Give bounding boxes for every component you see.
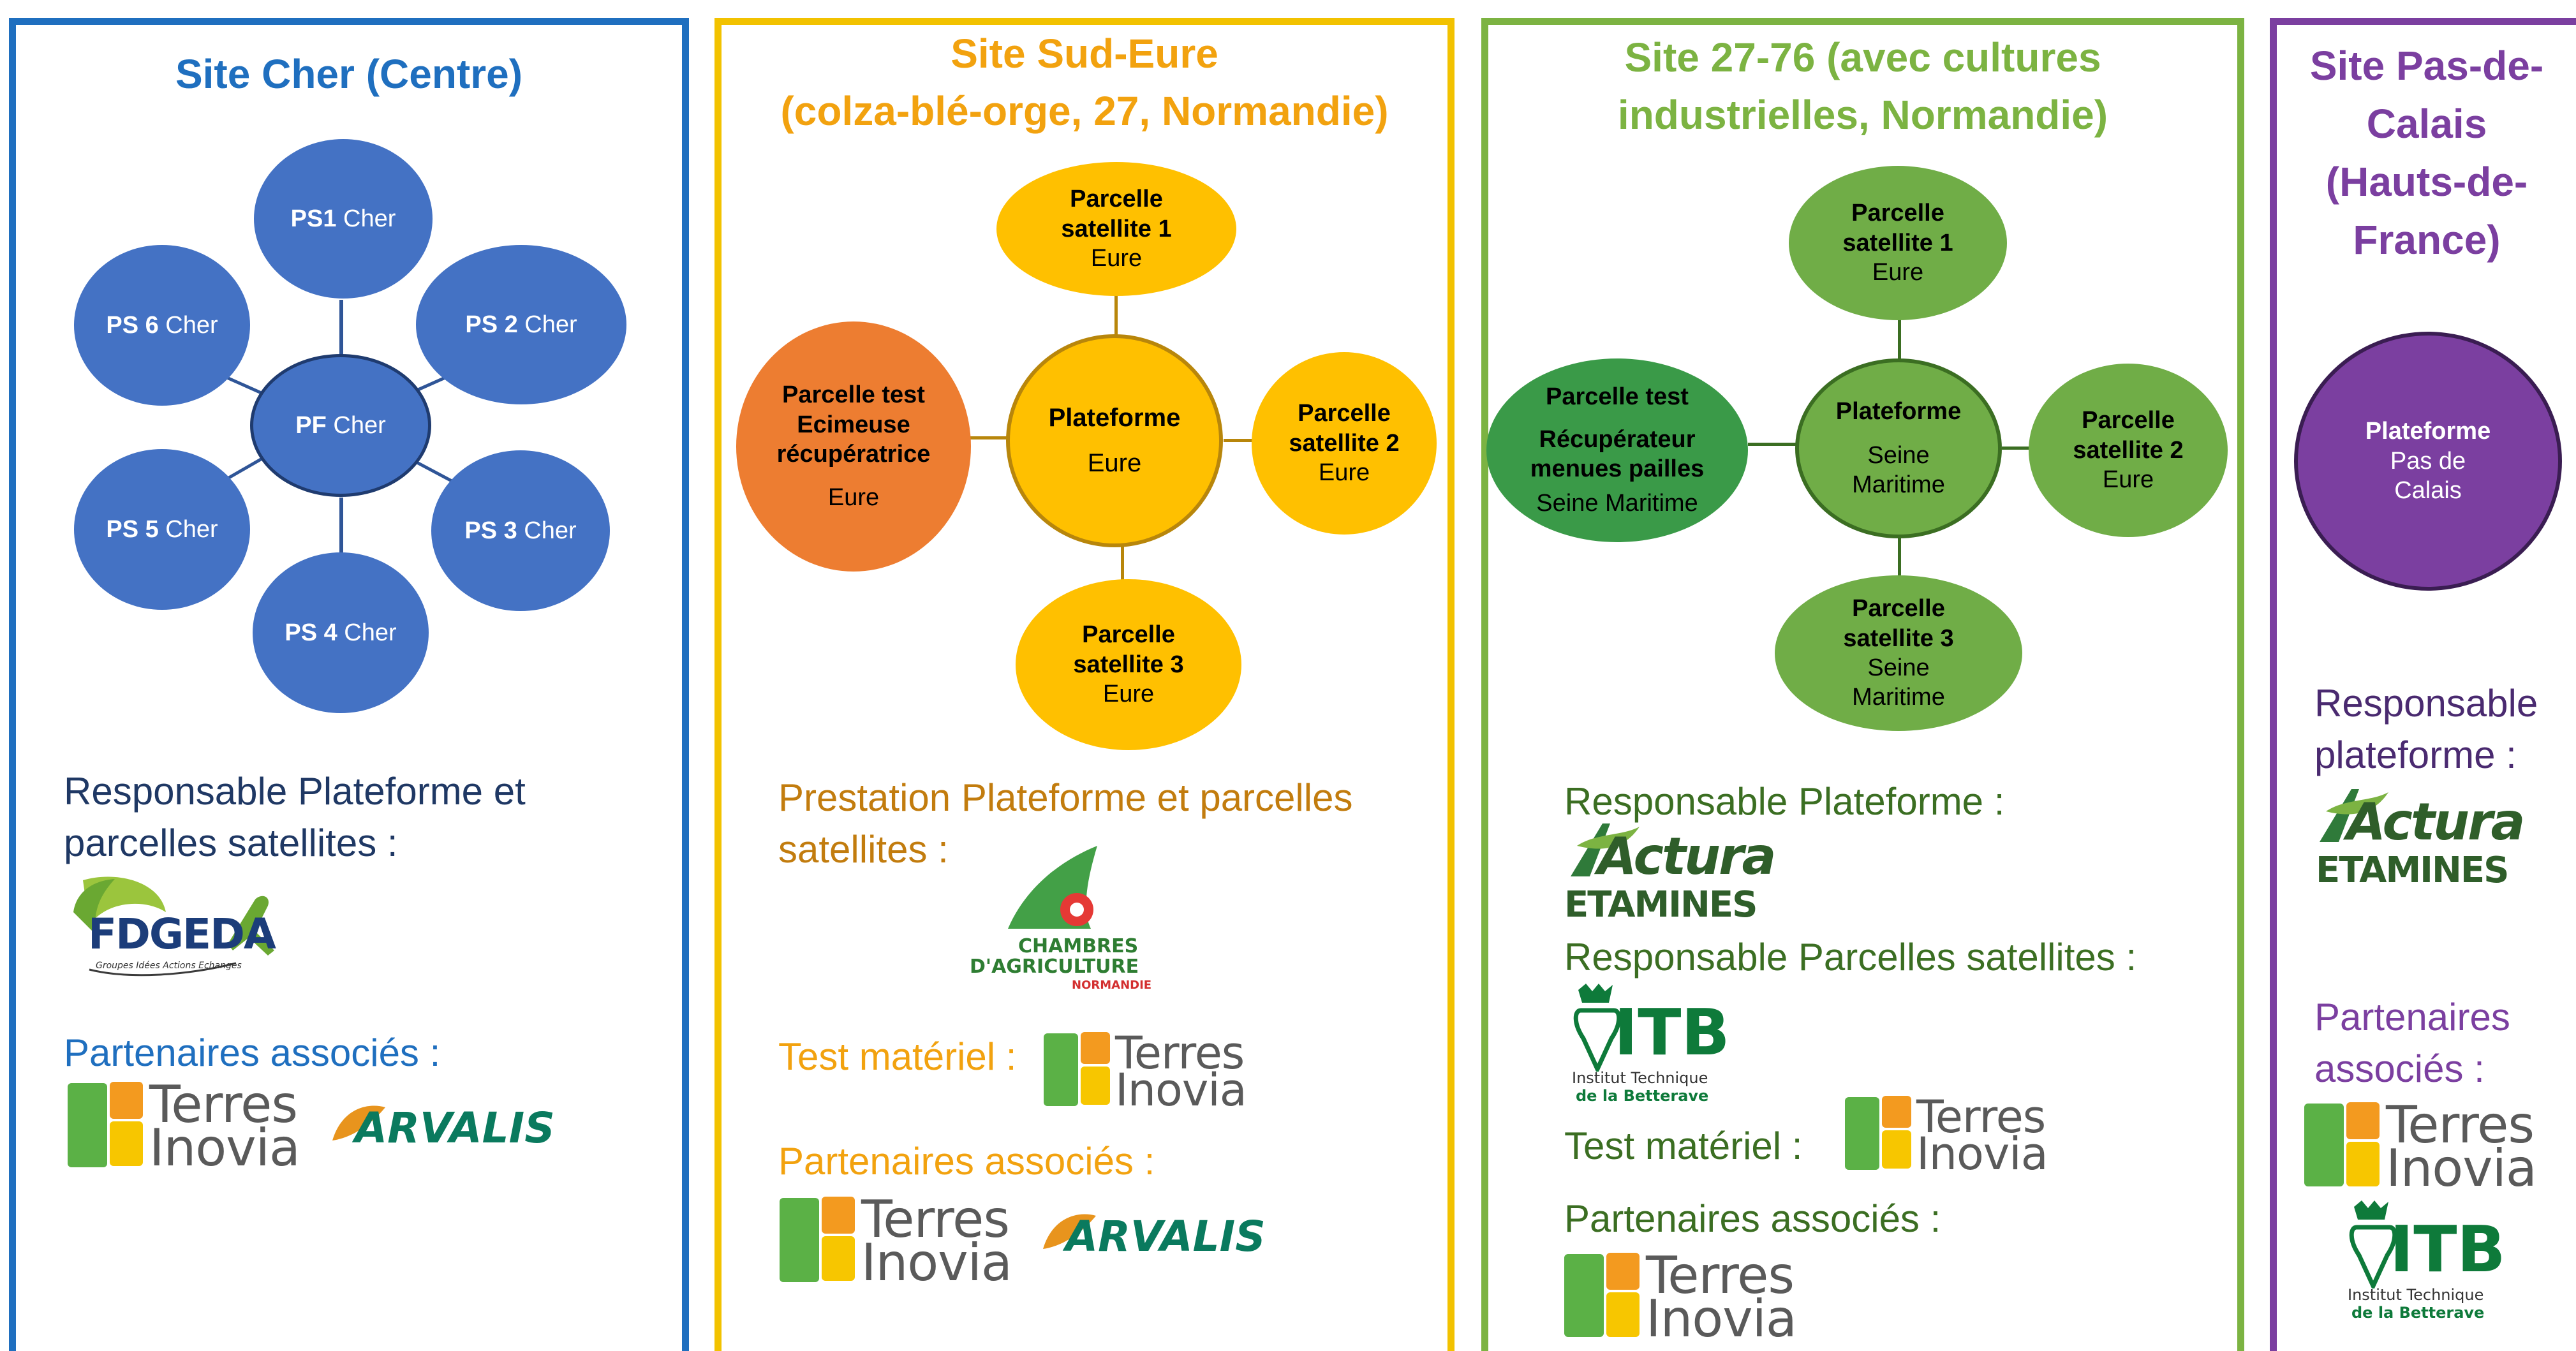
chambres-word1: CHAMBRES	[1018, 935, 1139, 957]
chambres-word2: D'AGRICULTURE	[970, 956, 1139, 978]
itb-sub1: Institut Technique	[1572, 1069, 1708, 1087]
node-test-recuperateur: Parcelle test Récupérateur menues paille…	[1486, 358, 1748, 542]
connector	[970, 436, 1009, 439]
s2776-responsable-sat-label: Responsable Parcelles satellites :	[1564, 936, 2137, 978]
node-satellite1-eure-2776: Parcelle satellite 1 Eure	[1789, 166, 2007, 320]
s2776-partners-label: Partenaires associés :	[1564, 1197, 1941, 1240]
connector	[339, 300, 343, 356]
connector	[1748, 443, 1796, 446]
node-ps6-cher: PS 6 Cher	[74, 245, 250, 406]
cher-partners-label: Partenaires associés :	[64, 1031, 441, 1074]
itb-wordmark: ITB	[2390, 1212, 2506, 1287]
terres-inovia-word1: Terres	[1115, 1027, 1245, 1079]
sud-eure-test-label: Test matériel :	[778, 1035, 1017, 1078]
connector	[2002, 447, 2030, 450]
terres-inovia-word1: Terres	[861, 1190, 1010, 1249]
node-plateforme-seine-maritime: Plateforme Seine Maritime	[1795, 358, 2002, 538]
panel-pas-de-calais	[2270, 18, 2576, 1351]
terres-inovia-word2: Inovia	[1115, 1064, 1247, 1116]
node-plateforme-eure: Plateforme Eure	[1006, 334, 1223, 547]
itb-logo: ITB Institut Technique de la Betterave	[2348, 1199, 2539, 1327]
connector	[1114, 295, 1118, 337]
itb-sub2: de la Betterave	[2351, 1304, 2485, 1322]
terres-inovia-word2: Inovia	[1646, 1289, 1797, 1348]
terres-inovia-word2: Inovia	[2386, 1139, 2537, 1198]
connector	[339, 498, 343, 555]
arvalis-logo: ARVALIS	[1040, 1200, 1295, 1264]
terres-inovia-word2: Inovia	[149, 1118, 300, 1178]
terres-inovia-logo: Terres Inovia	[68, 1075, 310, 1174]
node-ps3-cher: PS 3 Cher	[431, 450, 610, 611]
itb-wordmark: ITB	[1614, 995, 1730, 1070]
itb-logo: ITB Institut Technique de la Betterave	[1572, 982, 1763, 1110]
itb-sub1: Institut Technique	[2348, 1286, 2484, 1304]
sud-eure-prestation-label: Prestation Plateforme et parcelles satel…	[778, 776, 1353, 871]
s2776-test-label: Test matériel :	[1564, 1125, 1803, 1167]
terres-inovia-logo: Terres Inovia	[1044, 1027, 1248, 1112]
panel-pas-de-calais-title: Site Pas-de- Calais (Hauts-de- France)	[2309, 43, 2544, 263]
pdc-responsable-label: Responsable plateforme :	[2314, 682, 2538, 776]
node-test-ecimeuse: Parcelle test Ecimeuse récupératrice Eur…	[736, 321, 971, 572]
node-ps4-cher: PS 4 Cher	[253, 552, 429, 713]
fdgeda-wordmark: FDGEDA	[88, 910, 276, 959]
arvalis-wordmark: ARVALIS	[355, 1104, 555, 1153]
chambres-region: NORMANDIE	[1072, 978, 1152, 992]
fdgeda-tagline: Groupes Idées Actions Echanges	[96, 961, 242, 971]
sud-eure-partners-label: Partenaires associés :	[778, 1140, 1155, 1183]
node-satellite2-eure-2776: Parcelle satellite 2 Eure	[2029, 364, 2228, 537]
terres-inovia-word1: Terres	[149, 1075, 298, 1134]
connector	[1898, 537, 1901, 575]
chambres-agriculture-logo: CHAMBRES D'AGRICULTURE NORMANDIE	[970, 839, 1152, 999]
fdgeda-logo: FDGEDA Groupes Idées Actions Echanges	[70, 874, 293, 982]
terres-inovia-word1: Terres	[1646, 1246, 1795, 1305]
node-pf-cher: PF Cher	[250, 354, 431, 497]
terres-inovia-word2: Inovia	[861, 1233, 1012, 1292]
terres-inovia-logo: Terres Inovia	[780, 1190, 1022, 1288]
panel-sud-eure	[714, 18, 1455, 1351]
panel-27-76	[1481, 18, 2244, 1351]
node-satellite3-seine-maritime: Parcelle satellite 3 Seine Maritime	[1775, 575, 2022, 731]
panel-cher-title: Site Cher (Centre)	[175, 51, 523, 97]
connector	[1121, 543, 1124, 582]
terres-inovia-logo: Terres Inovia	[2304, 1095, 2547, 1194]
panel-sud-eure-title: Site Sud-Eure (colza-blé-orge, 27, Norma…	[780, 31, 1389, 134]
etamines-wordmark: ETAMINES	[1564, 884, 1758, 926]
itb-sub2: de la Betterave	[1576, 1087, 1709, 1105]
node-satellite3-eure: Parcelle satellite 3 Eure	[1016, 579, 1241, 750]
terres-inovia-word1: Terres	[2386, 1095, 2535, 1155]
actura-etamines-logo: Actura ETAMINES	[2313, 786, 2543, 894]
cher-responsable-label: Responsable Plateforme et parcelles sate…	[64, 770, 526, 864]
terres-inovia-logo: Terres Inovia	[1845, 1091, 2049, 1176]
arvalis-wordmark: ARVALIS	[1065, 1212, 1266, 1261]
node-plateforme-pas-de-calais: Plateforme Pas de Calais	[2294, 332, 2562, 591]
panel-cher	[9, 18, 689, 1351]
terres-inovia-word1: Terres	[1916, 1091, 2046, 1143]
arvalis-logo: ARVALIS	[329, 1092, 584, 1156]
node-ps1-cher: PS1 Cher	[254, 139, 433, 299]
pdc-partners-label: Partenaires associés :	[2314, 996, 2510, 1090]
s2776-responsable-label: Responsable Plateforme :	[1564, 780, 2005, 823]
actura-wordmark: Actura	[2346, 792, 2526, 852]
node-ps2-cher: PS 2 Cher	[416, 245, 626, 404]
panel-27-76-title: Site 27-76 (avec cultures industrielles,…	[1617, 34, 2108, 138]
etamines-wordmark: ETAMINES	[2316, 850, 2509, 891]
actura-etamines-logo: Actura ETAMINES	[1564, 820, 1794, 929]
node-satellite2-eure: Parcelle satellite 2 Eure	[1252, 352, 1437, 535]
node-ps5-cher: PS 5 Cher	[74, 449, 250, 610]
node-satellite1-eure: Parcelle satellite 1 Eure	[996, 162, 1236, 296]
terres-inovia-word2: Inovia	[1916, 1128, 2048, 1180]
actura-wordmark: Actura	[1597, 827, 1777, 886]
terres-inovia-logo: Terres Inovia	[1564, 1246, 1807, 1345]
connector	[1898, 319, 1901, 360]
connector	[1224, 439, 1253, 442]
